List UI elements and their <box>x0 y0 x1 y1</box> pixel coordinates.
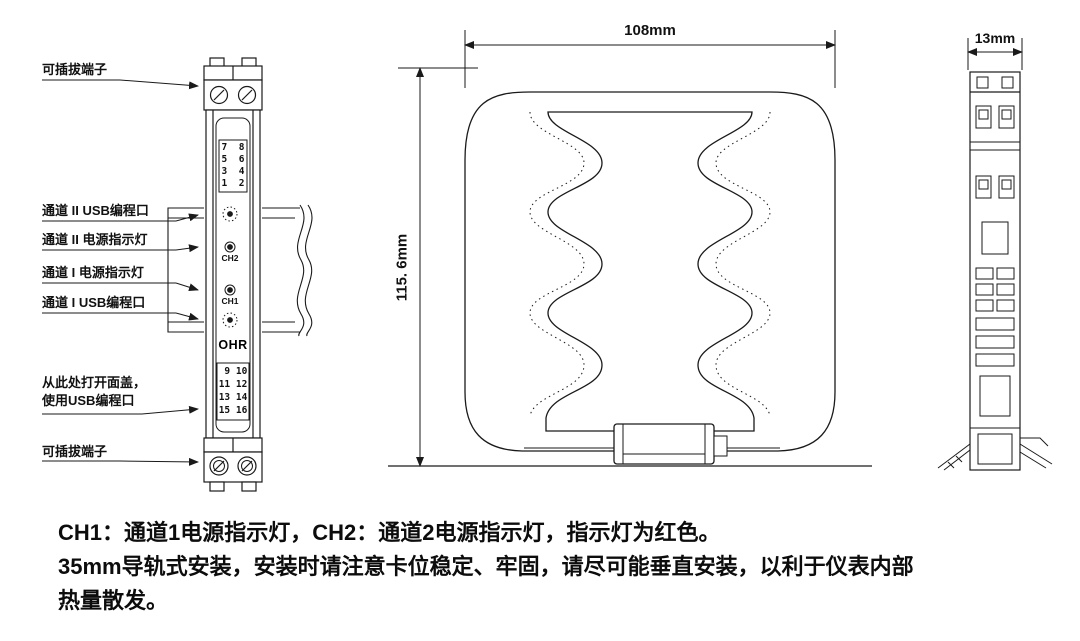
terminal-row: 3 4 <box>221 166 245 178</box>
dimension-width-label: 108mm <box>624 22 676 39</box>
callout-ch1-power-led: 通道 I 电源指示灯 <box>42 265 144 280</box>
terminal-numbers-bottom: 9 10 11 12 13 14 15 16 <box>217 364 249 419</box>
terminal-numbers-top: 7 8 5 6 3 4 1 2 <box>219 141 247 191</box>
terminal-row: 15 16 <box>218 405 248 417</box>
callout-open-cover-line1: 从此处打开面盖， <box>42 375 147 390</box>
terminal-row: 5 6 <box>221 154 245 166</box>
terminal-row: 9 10 <box>218 366 248 378</box>
callout-ch2-usb-port: 通道 II USB编程口 <box>42 203 149 218</box>
terminal-row: 1 2 <box>221 178 245 190</box>
ch2-label: CH2 <box>221 253 239 263</box>
din-rail-linework <box>167 204 313 337</box>
profile-view-linework <box>388 91 872 467</box>
callout-ch2-power-led: 通道 II 电源指示灯 <box>42 232 148 247</box>
callout-terminal-bottom: 可插拔端子 <box>42 444 108 459</box>
terminal-row: 7 8 <box>221 142 245 154</box>
dimension-depth-label: 13mm <box>974 30 1016 46</box>
brand-logo: OHR <box>218 338 248 352</box>
callout-ch1-usb-port: 通道 I USB编程口 <box>42 295 146 310</box>
note-mounting-line1: 35mm导轨式安装，安装时请注意卡位稳定、牢固，请尽可能垂直安装，以利于仪表内部 <box>58 554 914 579</box>
profile-dimension-lines <box>398 30 836 467</box>
ch1-label: CH1 <box>221 296 239 306</box>
side-view-linework <box>937 38 1053 471</box>
dimension-height-label: 115. 6mm <box>393 233 411 302</box>
callout-open-cover-line2: 使用USB编程口 <box>42 393 135 408</box>
terminal-row: 13 14 <box>218 392 248 404</box>
front-view-linework <box>203 57 263 492</box>
terminal-row: 11 12 <box>218 379 248 391</box>
callout-terminal-top: 可插拔端子 <box>42 62 108 77</box>
note-indicator-colors: CH1：通道1电源指示灯，CH2：通道2电源指示灯，指示灯为红色。 <box>58 520 721 545</box>
callout-leader-lines <box>42 79 199 466</box>
note-mounting-line2: 热量散发。 <box>58 588 169 613</box>
